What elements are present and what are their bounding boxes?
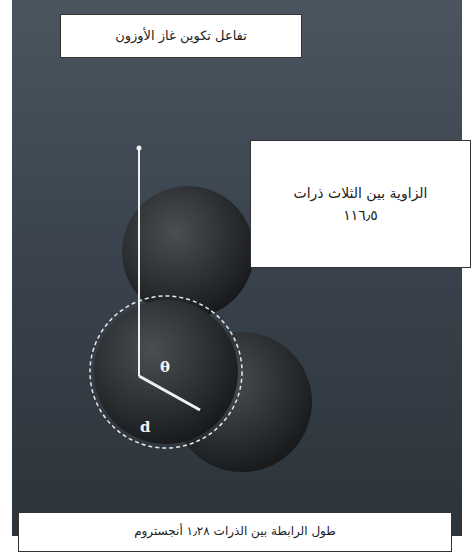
caption-box: طول الرابطة بين الذرات ١٫٢٨ أنجستروم (18, 512, 452, 552)
oxygen-atom (122, 186, 254, 318)
box-text: تفاعل تكوين غاز الأوزون (115, 26, 247, 47)
axis-end (137, 146, 142, 151)
note-box: الزاوية بين الثلاث ذرات ١١٦٫٥ (250, 140, 471, 268)
axis-line (138, 148, 140, 376)
background-panel (12, 0, 462, 536)
dashed-outline (90, 296, 242, 448)
box-text: الزاوية بين الثلاث ذرات ١١٦٫٥ (286, 182, 436, 227)
title-box: تفاعل تكوين غاز الأوزون (60, 14, 302, 58)
box-text: طول الرابطة بين الذرات ١٫٢٨ أنجستروم (134, 522, 336, 541)
length-label: d (140, 418, 151, 436)
angle-label: θ (160, 358, 170, 376)
bond-line (139, 376, 200, 410)
oxygen-atom (94, 300, 238, 444)
